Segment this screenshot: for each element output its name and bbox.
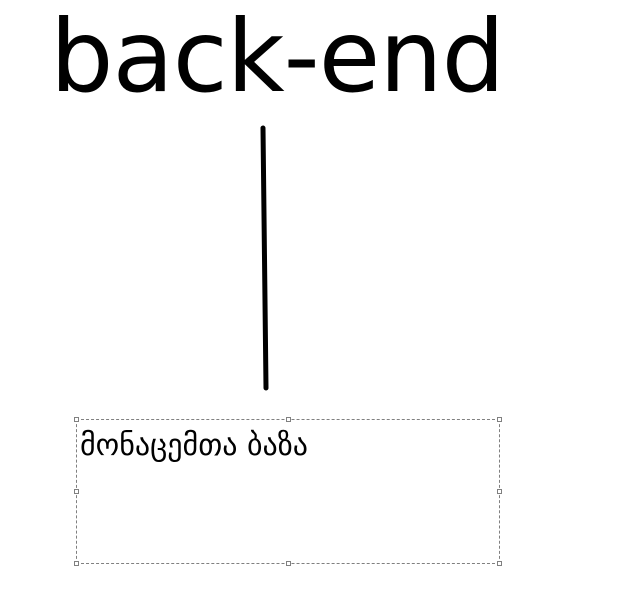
resize-handle-bottom-left[interactable] bbox=[74, 561, 79, 566]
resize-handle-bottom-right[interactable] bbox=[497, 561, 502, 566]
resize-handle-top-right[interactable] bbox=[497, 417, 502, 422]
resize-handle-left[interactable] bbox=[74, 489, 79, 494]
resize-handle-right[interactable] bbox=[497, 489, 502, 494]
resize-handle-bottom[interactable] bbox=[286, 561, 291, 566]
resize-handle-top[interactable] bbox=[286, 417, 291, 422]
database-textbox[interactable]: მონაცემთა ბაზა bbox=[74, 417, 502, 566]
back-end-heading[interactable]: back-end bbox=[50, 0, 505, 115]
database-label[interactable]: მონაცემთა ბაზა bbox=[80, 428, 309, 463]
resize-handle-top-left[interactable] bbox=[74, 417, 79, 422]
